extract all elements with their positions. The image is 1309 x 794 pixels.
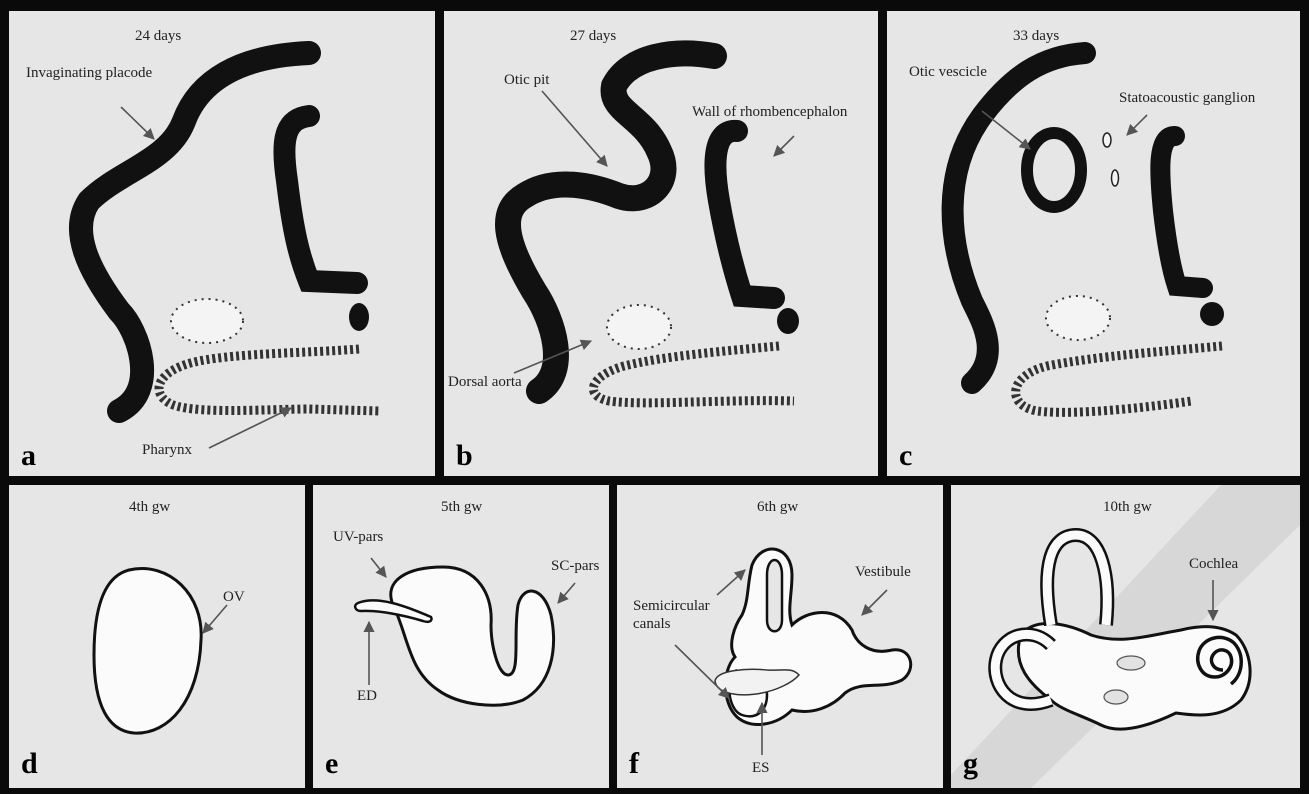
panel-title: 24 days	[135, 29, 181, 44]
label-statoacoustic-ganglion: Statoacoustic ganglion	[1119, 91, 1255, 106]
uv-pars-arrow	[371, 558, 386, 577]
ov-arrow	[203, 605, 227, 633]
panel-title: 10th gw	[1103, 500, 1152, 515]
panel-title: 6th gw	[757, 500, 798, 515]
panel-a: 24 days Invaginating placode Pharynx a	[9, 11, 435, 476]
panel-title: 33 days	[1013, 29, 1059, 44]
label-cochlea: Cochlea	[1189, 557, 1238, 572]
panel-letter: b	[456, 441, 473, 471]
label-es: ES	[752, 761, 770, 776]
rhombencephalon-wall	[284, 116, 357, 283]
panel-b: 27 days Otic pit Wall of rhombencephalon…	[444, 11, 878, 476]
panel-letter: g	[963, 749, 978, 779]
panel-d-drawing	[9, 485, 305, 788]
otic-vesicle-body	[391, 567, 554, 705]
dorsal-aorta	[171, 299, 243, 343]
panel-e: 5th gw UV-pars SC-pars ED e	[313, 485, 609, 788]
label-ov: OV	[223, 590, 245, 605]
panel-c-drawing	[887, 11, 1300, 476]
panel-letter: a	[21, 441, 36, 471]
panel-letter: c	[899, 441, 912, 471]
label-wall-of-rhombencephalon: Wall of rhombencephalon	[692, 105, 847, 120]
label-otic-vesicle: Otic vescicle	[909, 65, 987, 80]
panel-title: 27 days	[570, 29, 616, 44]
panel-f: 6th gw Vestibule Semicircular canals ES …	[617, 485, 943, 788]
vesicle-arrow	[982, 111, 1030, 149]
panel-g-drawing	[951, 485, 1300, 788]
canal-arrow-1	[717, 570, 745, 595]
panel-f-drawing	[617, 485, 943, 788]
ganglion-arrow	[1127, 115, 1147, 135]
label-vestibule: Vestibule	[855, 565, 911, 580]
label-invaginating-placode: Invaginating placode	[26, 66, 152, 81]
panel-g: 10th gw Cochlea g	[951, 485, 1300, 788]
dorsal-aorta-outline	[607, 305, 671, 349]
otic-vesicle	[94, 569, 201, 734]
label-otic-pit: Otic pit	[504, 73, 549, 88]
label-semicircular: Semicircular	[633, 599, 710, 614]
cross-section	[1200, 302, 1224, 326]
semicircular-canal-1	[767, 560, 782, 631]
otic-vesicle	[1027, 133, 1081, 207]
label-ed: ED	[357, 689, 377, 704]
otic-pit-ectoderm	[508, 54, 714, 391]
pharynx-tube	[1016, 346, 1222, 412]
cross-section	[777, 308, 799, 334]
otic-pit-arrow	[542, 91, 607, 166]
label-dorsal-aorta: Dorsal aorta	[448, 375, 522, 390]
dorsal-aorta	[1046, 296, 1110, 340]
panel-c: 33 days Otic vescicle Statoacoustic gang…	[887, 11, 1300, 476]
panel-d: 4th gw OV d	[9, 485, 305, 788]
pharynx-tube	[593, 346, 794, 403]
ganglion-2	[1112, 170, 1119, 186]
ganglion-1	[1103, 133, 1111, 147]
panel-title: 5th gw	[441, 500, 482, 515]
panel-letter: e	[325, 749, 338, 779]
anterior-canal-inner	[1047, 535, 1107, 625]
canal-arrow-2	[675, 645, 729, 698]
cross-section	[349, 303, 369, 331]
label-canals: canals	[633, 617, 670, 632]
label-uv-pars: UV-pars	[333, 530, 383, 545]
rhombencephalon-wall	[715, 131, 774, 298]
wall-arrow	[774, 136, 794, 156]
label-pharynx: Pharynx	[142, 443, 192, 458]
panel-letter: d	[21, 749, 38, 779]
placode-arrow	[121, 107, 154, 139]
rhombencephalon-wall	[1160, 136, 1203, 288]
macula-2	[1104, 690, 1128, 704]
vestibule-arrow	[862, 590, 887, 615]
panel-letter: f	[629, 749, 639, 779]
label-sc-pars: SC-pars	[551, 559, 599, 574]
macula-1	[1117, 656, 1145, 670]
panel-title: 4th gw	[129, 500, 170, 515]
sc-pars-arrow	[558, 583, 575, 603]
pharynx-tube	[159, 349, 379, 411]
